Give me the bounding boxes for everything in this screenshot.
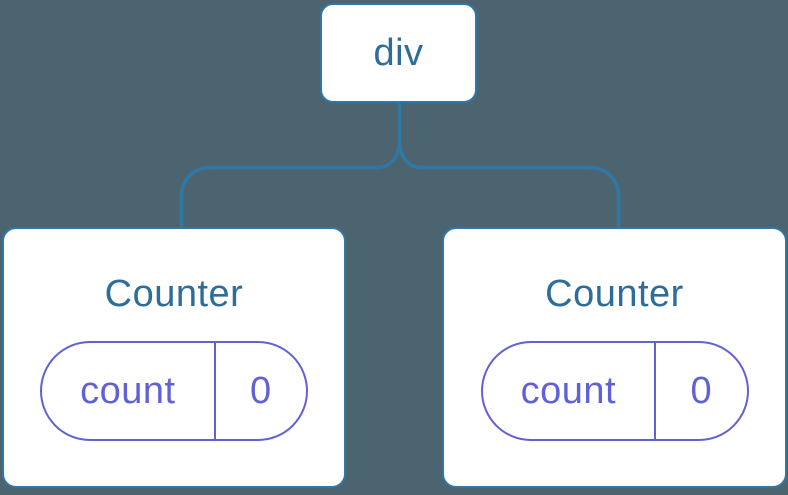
counter-card-right: Counter count 0 [442, 227, 787, 488]
component-title: Counter [104, 273, 244, 315]
state-key: count [520, 370, 617, 412]
state-value-cell: 0 [216, 343, 306, 439]
component-title: Counter [545, 273, 684, 315]
counter-card-left: Counter count 0 [2, 227, 346, 488]
state-value-cell: 0 [656, 343, 746, 439]
state-value: 0 [249, 370, 272, 412]
state-key-cell: count [483, 343, 657, 439]
state-pill: count 0 [40, 341, 308, 441]
root-node-div: div [320, 3, 477, 103]
state-value: 0 [690, 370, 713, 412]
connector-path-left [179, 102, 402, 230]
state-key-cell: count [42, 343, 216, 439]
state-key: count [80, 370, 176, 412]
root-node-label: div [373, 32, 424, 74]
state-pill: count 0 [480, 341, 749, 441]
connector-path-right [397, 102, 621, 230]
